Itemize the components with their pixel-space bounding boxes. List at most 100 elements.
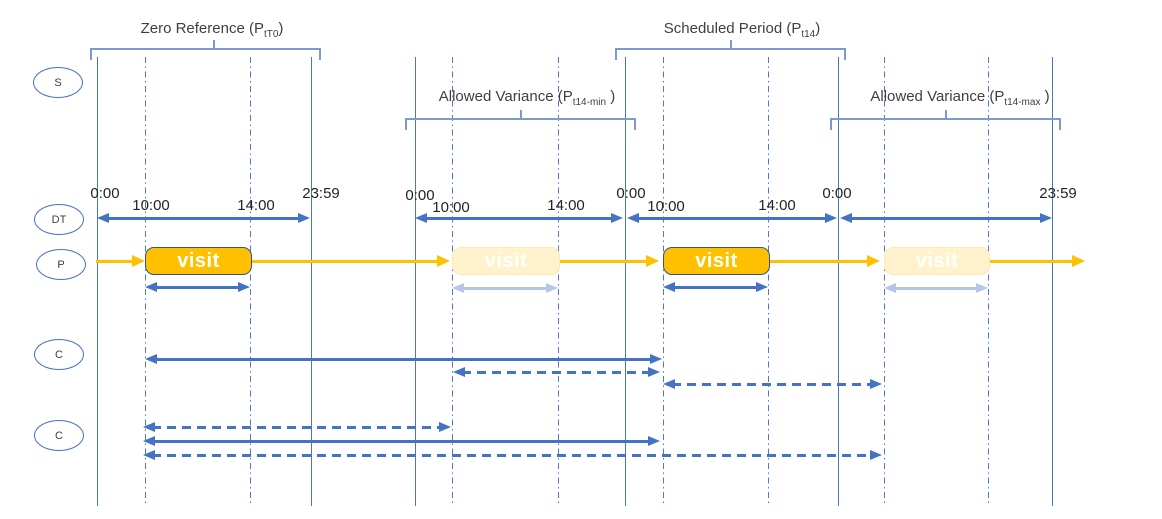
process-line-segment [96,259,135,263]
row-label-s-text: S [54,76,62,89]
scheduled-period-label-close: ) [815,20,821,37]
visit-box-label: visit [695,249,738,272]
comparison-arrow-lower-solid-line [152,439,651,443]
time-label: 14:00 [547,197,585,214]
visit-span-arrow-solid-arrowhead [238,282,250,292]
time-label: 23:59 [302,185,340,202]
comparison-arrow-upper-solid-arrowhead [145,354,157,364]
comparison-arrow-upper-solid-line [154,357,653,361]
visit-box-planned: visit [452,247,560,275]
allowed-variance-min-label-close: ) [606,88,616,105]
row-label-c2: C [34,420,84,451]
timeline-gridline-solid [311,57,313,506]
allowed-variance-max-label-close: ) [1040,88,1050,105]
allowed-variance-max-label-text: Allowed Variance (P [870,88,1005,105]
zero-reference-bracket-tick-center [213,40,215,48]
zero-reference-bracket-tick-right [319,48,321,60]
visit-span-arrow-faded-arrowhead [976,283,988,293]
row-label-p: P [36,249,86,280]
timeline-gridline-solid [415,57,417,506]
timeline-gridline-dashdot [884,57,886,506]
allowed-variance-max-bracket-tick-right [1059,118,1061,130]
comparison-arrow-upper-dashed-arrowhead [453,367,465,377]
scheduled-period-bracket-tick-right [844,48,846,60]
time-label: 23:59 [1039,185,1077,202]
comparison-arrow-lower-solid-arrowhead [648,436,660,446]
process-line-arrowhead [132,255,145,267]
row-label-p-text: P [57,258,65,271]
comparison-arrow-lower-dashed-line [152,453,873,457]
visit-box-actual: visit [145,247,252,275]
timeline-gridline-solid [1052,57,1054,506]
row-label-s: S [33,67,83,98]
timeline-gridline-dashdot [768,57,770,506]
time-label: 10:00 [647,198,685,215]
scheduled-period-bracket-tick-left [615,48,617,60]
scheduled-period-bracket-tick-center [730,40,732,48]
visit-span-arrow-faded-arrowhead [452,283,464,293]
time-label: 0:00 [822,185,852,202]
comparison-arrow-upper-dashed-arrowhead [870,379,882,389]
comparison-arrow-upper-dashed-arrowhead [663,379,675,389]
day-span-arrow-arrowhead [611,213,623,223]
visit-box-actual: visit [663,247,770,275]
allowed-variance-min-bracket-line [405,118,635,120]
allowed-variance-max-label-subscript: t14-max [1004,97,1041,108]
visit-span-arrow-solid-arrowhead [756,282,768,292]
comparison-arrow-upper-dashed-line [462,370,651,374]
process-line-segment [768,259,870,263]
time-label: 14:00 [237,197,275,214]
day-span-arrow-arrowhead [825,213,837,223]
allowed-variance-min-label-subscript: t14-min [572,97,607,108]
comparison-arrow-upper-solid-arrowhead [650,354,662,364]
day-span-arrow-arrowhead [840,213,852,223]
allowed-variance-min-bracket-tick-center [520,110,522,118]
zero-reference-label-text: Zero Reference (P [140,20,264,37]
day-span-arrow-arrowhead [627,213,639,223]
row-label-c1-text: C [55,348,63,361]
day-span-arrow-arrowhead [1040,213,1052,223]
timeline-gridline-dashdot [663,57,665,506]
allowed-variance-min-bracket-tick-right [634,118,636,130]
visit-span-arrow-solid-line [672,285,759,289]
day-span-arrow-line [636,216,828,220]
scheduled-period-label-text: Scheduled Period (P [663,20,802,37]
row-label-c2-text: C [55,429,63,442]
time-label: 14:00 [758,197,796,214]
allowed-variance-min-label: Allowed Variance (Pt14-min ) [439,88,615,108]
visit-box-label: visit [915,249,959,272]
row-label-dt: DT [34,204,84,235]
visit-span-arrow-faded-arrowhead [884,283,896,293]
comparison-arrow-lower-dashed-arrowhead [143,422,155,432]
zero-reference-bracket-tick-left [90,48,92,60]
day-span-arrow-line [424,216,614,220]
scheduled-period-bracket-line [615,48,845,50]
zero-reference-bracket-line [90,48,320,50]
day-span-arrow-line [106,216,301,220]
zero-reference-label-close: ) [278,20,284,37]
day-span-arrow-line [849,216,1043,220]
visit-span-arrow-faded-arrowhead [546,283,558,293]
timeline-gridline-solid [838,57,840,506]
comparison-arrow-lower-dashed-arrowhead [439,422,451,432]
allowed-variance-max-bracket-tick-left [830,118,832,130]
timeline-gridline-dashdot [145,57,147,506]
time-label: 0:00 [405,187,435,204]
time-label: 0:00 [616,185,646,202]
visit-box-planned: visit [884,247,990,275]
comparison-arrow-upper-dashed-arrowhead [648,367,660,377]
timeline-gridline-solid [97,57,99,506]
visit-span-arrow-faded-line [893,286,979,290]
timeline-gridline-dashdot [452,57,454,506]
process-line-segment [250,259,440,263]
visit-span-arrow-faded-line [461,286,549,290]
comparison-arrow-lower-solid-arrowhead [143,436,155,446]
allowed-variance-max-bracket-line [830,118,1060,120]
zero-reference-label: Zero Reference (PtT0) [141,20,284,40]
visit-span-arrow-solid-line [154,285,241,289]
process-line-arrowhead [646,255,659,267]
process-line-segment [558,259,649,263]
timeline-gridline-solid [625,57,627,506]
comparison-arrow-lower-dashed-arrowhead [143,450,155,460]
